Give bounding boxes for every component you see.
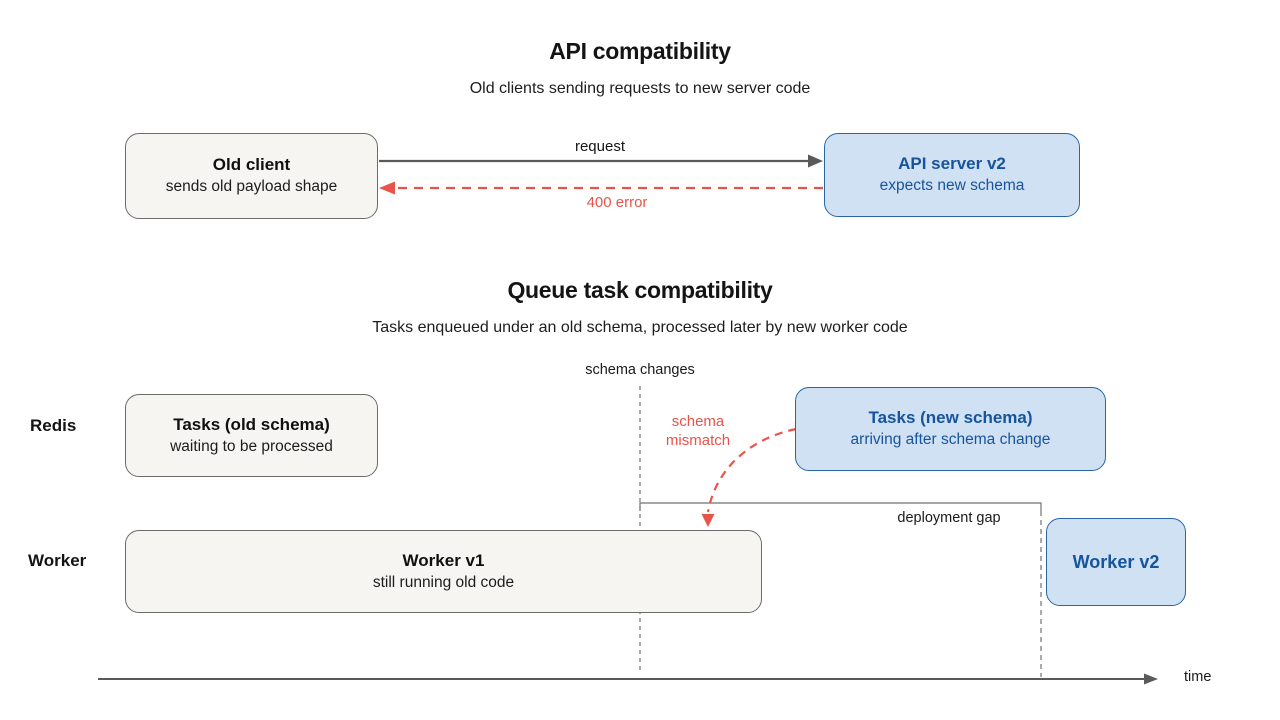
error-label: 400 error	[586, 194, 648, 211]
tasks-new-subtitle: arriving after schema change	[850, 431, 1051, 448]
redis-row-label: Redis	[30, 416, 77, 435]
queue-section-title: Queue task compatibility	[507, 277, 773, 303]
tasks-old-box: Tasks (old schema) waiting to be process…	[125, 394, 378, 477]
schema-mismatch-label: schema mismatch	[648, 413, 748, 451]
worker-v1-title: Worker v1	[402, 550, 485, 570]
error-arrow	[379, 181, 823, 195]
api-server-subtitle: expects new schema	[879, 177, 1025, 194]
worker-v2-title: Worker v2	[1072, 551, 1160, 572]
worker-row-label: Worker	[28, 551, 87, 570]
api-section-title: API compatibility	[549, 38, 731, 64]
queue-section-subtitle: Tasks enqueued under an old schema, proc…	[372, 319, 908, 336]
schema-mismatch-arrow	[701, 427, 797, 527]
deployment-gap-bracket	[639, 502, 1042, 511]
tasks-old-subtitle: waiting to be processed	[170, 437, 333, 455]
old-client-title: Old client	[212, 155, 291, 175]
old-client-subtitle: sends old payload shape	[165, 178, 338, 195]
request-arrow	[379, 154, 823, 168]
tasks-old-title: Tasks (old schema)	[173, 414, 330, 434]
old-client-box: Old client sends old payload shape	[125, 133, 378, 219]
worker-v1-box: Worker v1 still running old code	[125, 530, 762, 613]
time-axis	[98, 673, 1158, 685]
api-server-title: API server v2	[898, 154, 1006, 174]
api-server-box: API server v2 expects new schema	[824, 133, 1080, 217]
tasks-new-title: Tasks (new schema)	[868, 408, 1033, 428]
schema-mismatch-line1: schema	[671, 413, 725, 430]
worker-v2-box: Worker v2	[1046, 518, 1186, 606]
worker-v1-subtitle: still running old code	[372, 573, 515, 591]
schema-mismatch-line2: mismatch	[665, 431, 731, 449]
time-axis-label: time	[1184, 669, 1212, 685]
deployment-gap-label: deployment gap	[897, 510, 1001, 526]
request-label: request	[574, 138, 626, 155]
schema-changes-label: schema changes	[585, 362, 695, 378]
tasks-new-box: Tasks (new schema) arriving after schema…	[795, 387, 1106, 471]
api-section-subtitle: Old clients sending requests to new serv…	[469, 80, 811, 97]
